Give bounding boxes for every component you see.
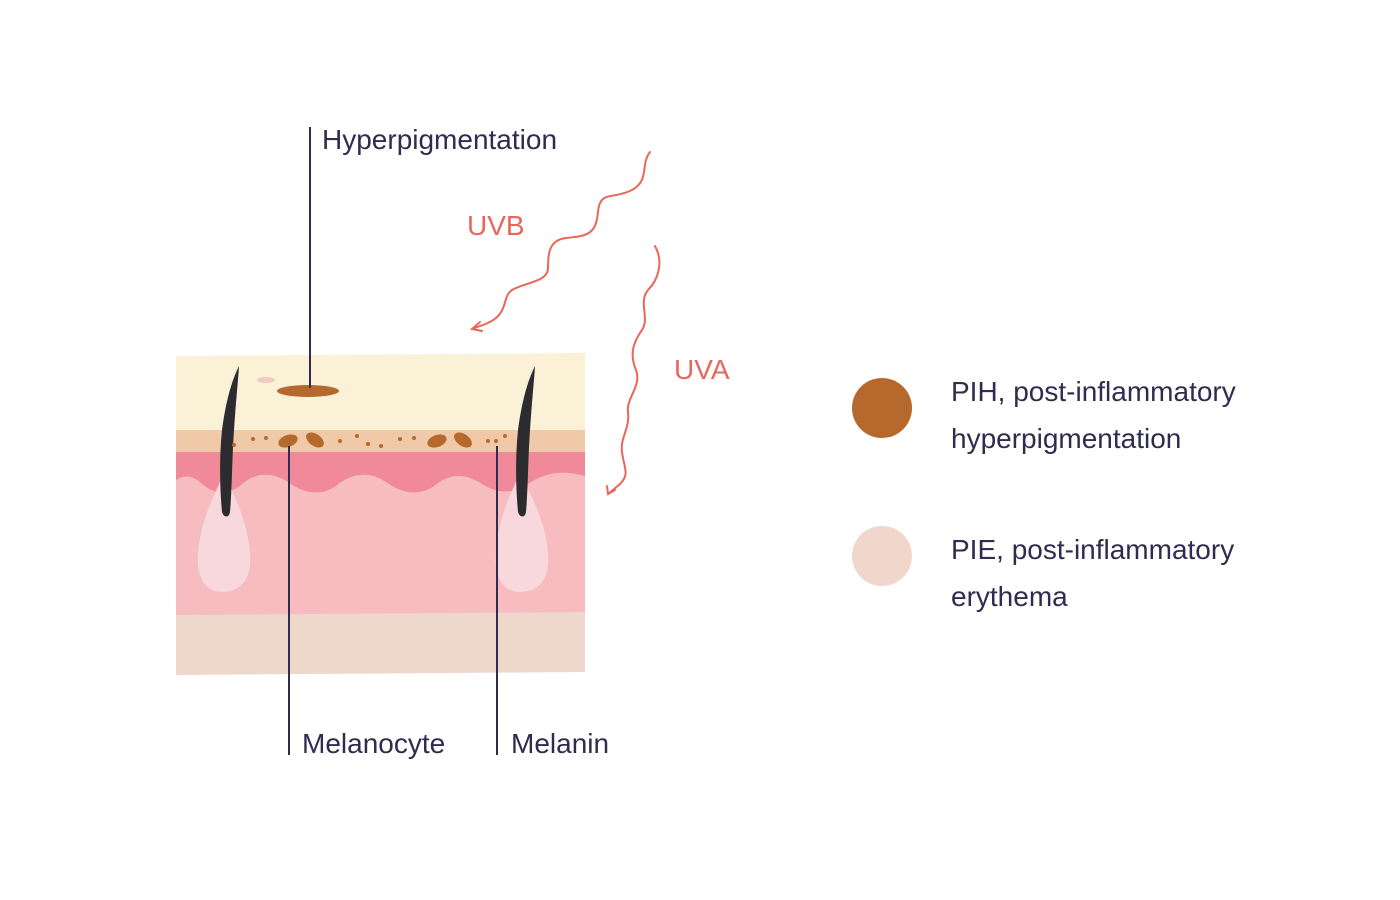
papillary-dermis-band [176, 452, 585, 493]
pie-legend-line1: PIE, post-inflammatory [951, 534, 1234, 565]
dermis-layer [176, 452, 585, 615]
uvb-label: UVB [467, 210, 525, 241]
melanin-label: Melanin [511, 728, 609, 759]
uva-arrow-icon [606, 485, 616, 496]
melanocyte-label: Melanocyte [302, 728, 445, 759]
melanin-dot [494, 439, 498, 443]
pih-legend-line1: PIH, post-inflammatory [951, 376, 1236, 407]
skin-cross-section [176, 353, 585, 675]
basal-layer [176, 430, 585, 452]
melanin-dot [232, 443, 236, 447]
hyperpigmentation-label: Hyperpigmentation [322, 124, 557, 155]
melanin-dot [398, 437, 402, 441]
uvb-arrow-icon [469, 321, 483, 332]
pie-legend-line2: erythema [951, 581, 1068, 612]
uv-rays [469, 151, 661, 496]
pie-legend-swatch [852, 526, 912, 586]
melanin-granules [232, 434, 507, 448]
melanin-dot [251, 437, 255, 441]
melanocytes [278, 432, 472, 448]
erythema-spot [257, 377, 275, 383]
hair-follicle-right [495, 478, 549, 592]
melanin-dot [264, 436, 268, 440]
melanocyte-cell [306, 432, 324, 448]
melanin-dot [379, 444, 383, 448]
melanin-dot [355, 434, 359, 438]
melanocyte-cell [454, 432, 472, 448]
melanin-dot [486, 439, 490, 443]
melanin-dot [366, 442, 370, 446]
uva-label: UVA [674, 354, 730, 385]
hair-left [220, 366, 239, 517]
pih-legend-swatch [852, 378, 912, 438]
uva-ray [607, 245, 661, 495]
hair-follicle-left [197, 478, 251, 592]
pih-legend-line2: hyperpigmentation [951, 423, 1181, 454]
melanocyte-cell [278, 434, 298, 448]
melanocyte-cell [427, 434, 447, 448]
melanin-dot [503, 434, 507, 438]
leader-lines [288, 127, 498, 755]
melanin-dot [338, 439, 342, 443]
hyperpigmentation-spot [277, 385, 339, 397]
epidermis-layer [176, 353, 585, 430]
legend: PIH, post-inflammatory hyperpigmentation… [852, 376, 1236, 612]
melanin-dot [412, 436, 416, 440]
uvb-ray [471, 151, 651, 330]
hypodermis-layer [176, 612, 585, 675]
hair-right [516, 366, 535, 517]
